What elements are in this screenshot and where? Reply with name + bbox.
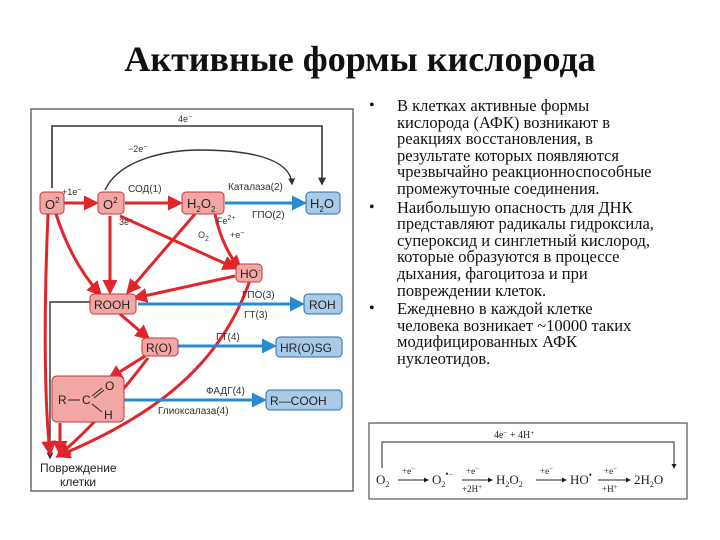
node-rcooh: R—COOH	[265, 389, 343, 411]
bullet-line: нуклеотидов.	[397, 348, 491, 368]
arrow-o2r-ho	[119, 214, 238, 270]
bullet-line: результате которых появляются	[397, 145, 619, 165]
svg-text:O2·: O2·	[103, 196, 118, 212]
bullet-line: реакциях восстановления, в	[397, 129, 593, 149]
node-rooh: ROOH	[89, 293, 137, 315]
scheme-step4-bottom: +H+	[602, 483, 618, 494]
svg-text:HO·: HO·	[240, 265, 261, 281]
arrow-o2-damage	[41, 213, 57, 456]
label-fadg: ФАДГ(4)	[206, 386, 245, 397]
node-aldehyde: R C O H	[51, 375, 125, 423]
svg-text:R—COOH: R—COOH	[270, 394, 327, 408]
scheme-hydroxyl: HO•	[570, 470, 592, 487]
label-fe: Fe2+	[217, 215, 236, 226]
cell-damage-label-2: клетки	[60, 475, 96, 489]
scheme-step1-top: +e−	[402, 465, 415, 476]
bullet-marker: •	[369, 300, 375, 318]
svg-text:R: R	[58, 393, 67, 407]
bullet-line: В клетках активные формы	[397, 96, 590, 115]
arrow-h2o2-rooh	[126, 213, 197, 295]
cell-damage-label-1: Повреждение	[40, 461, 117, 475]
scheme-o2: O2	[376, 472, 389, 489]
label-gpo2: ГПО(2)	[252, 210, 285, 221]
bullet-line: дыхания, фагоцитоза и при	[397, 263, 588, 283]
label-glyoxalase: Глиоксалаза(4)	[158, 406, 229, 417]
bullet-list: • В клетках активные формы кислорода (АФ…	[365, 96, 715, 370]
label-gt3: ГТ(3)	[244, 310, 268, 321]
bullet-line: Ежедневно в каждой клетке	[397, 299, 593, 319]
arrow-ro-aldehyde	[107, 354, 146, 380]
bullet-line: Наибольшую опасность для ДНК	[397, 197, 633, 217]
svg-text:R(O): R(O)	[146, 341, 172, 355]
reduction-scheme: 4e− + 4H+ O2 +e− O2•− +e− +2H+ H2O2 +e− …	[368, 422, 688, 500]
arrow-ho-rooh	[132, 274, 236, 303]
scheme-step4-top: +e−	[604, 465, 617, 476]
arrow-rooh-ro	[119, 312, 151, 340]
bullet-line: человека возникает ~10000 таких	[397, 315, 632, 335]
node-ro: R(O)	[141, 337, 179, 357]
label-o2-side: O2	[198, 230, 209, 243]
bullet-line: повреждении клеток.	[397, 280, 547, 300]
label-sod: СОД(1)	[128, 184, 162, 195]
svg-text:O2: O2	[45, 196, 60, 212]
svg-text:ROH: ROH	[309, 298, 336, 312]
label-gpo3: ГПО(3)	[242, 290, 275, 301]
arrow-damage-bottom	[46, 301, 90, 460]
node-hydroxyl: HO·	[235, 263, 263, 283]
scheme-top-label: 4e− + 4H+	[494, 429, 534, 441]
scheme-frame	[368, 422, 688, 500]
bullet-item: • В клетках активные формы кислорода (АФ…	[365, 96, 715, 198]
bullet-marker: •	[369, 97, 375, 114]
label-gt4: ГТ(4)	[216, 332, 240, 343]
bullet-line: модифицированных АФК	[397, 332, 578, 352]
arrow-ho-damage	[55, 279, 252, 459]
bullet-line: чрезвычайно реакционноспособные	[397, 162, 652, 182]
svg-text:C: C	[82, 393, 91, 407]
node-h2o2: H2O2	[181, 191, 225, 215]
bullet-line: представляют радикалы гидроксила,	[397, 214, 654, 234]
svg-text:ROOH: ROOH	[94, 298, 130, 312]
scheme-h2o2: H2O2	[496, 472, 523, 489]
arrow-o2-rooh	[54, 213, 103, 297]
label-catalase: Каталаза(2)	[228, 182, 283, 193]
label-3e: 3e−	[119, 217, 133, 227]
svg-text:HR(O)SG: HR(O)SG	[280, 341, 332, 355]
label-2e: −2e−	[128, 144, 147, 154]
label-plus-e: +e−	[230, 230, 244, 240]
svg-text:H2O2: H2O2	[187, 196, 216, 214]
svg-text:H: H	[104, 408, 113, 422]
svg-text:H2O: H2O	[310, 196, 334, 214]
bullet-marker: •	[369, 198, 375, 216]
label-4e: 4e−	[178, 114, 192, 124]
node-o2: O2	[39, 191, 65, 215]
label-plus-1e: +1e−	[62, 187, 81, 197]
arrow-2e	[104, 149, 296, 191]
bullet-item: • Ежедневно в каждой клетке человека воз…	[365, 301, 715, 367]
scheme-step2-bottom: +2H+	[462, 483, 482, 494]
bullet-line: кислорода (АФК) возникают в	[397, 112, 610, 132]
scheme-step3-top: +e−	[540, 465, 553, 476]
bullet-line: супероксид и синглетный кислород,	[397, 230, 650, 250]
scheme-step2-top: +e−	[466, 465, 479, 476]
bullet-line: которые образуются в процессе	[397, 247, 620, 267]
scheme-water: 2H2O	[634, 472, 663, 489]
node-roh: ROH	[303, 293, 343, 315]
scheme-superoxide: O2•−	[432, 469, 454, 489]
scheme-top-arrow	[381, 441, 677, 469]
node-h2o: H2O	[305, 191, 341, 215]
slide-title: Активные формы кислорода	[124, 39, 596, 79]
bullet-item: • Наибольшую опасность для ДНК представл…	[365, 197, 715, 300]
svg-text:O: O	[105, 379, 114, 393]
arrow-4e	[51, 125, 326, 188]
node-hrosg: HR(O)SG	[275, 336, 343, 358]
node-superoxide: O2·	[97, 191, 125, 215]
bullet-line: промежуточные соединения.	[397, 178, 600, 198]
ros-pathway-diagram: O2 O2· H2O2 H2O HO· ROOH ROH R(O) HR(O)S…	[30, 108, 354, 492]
